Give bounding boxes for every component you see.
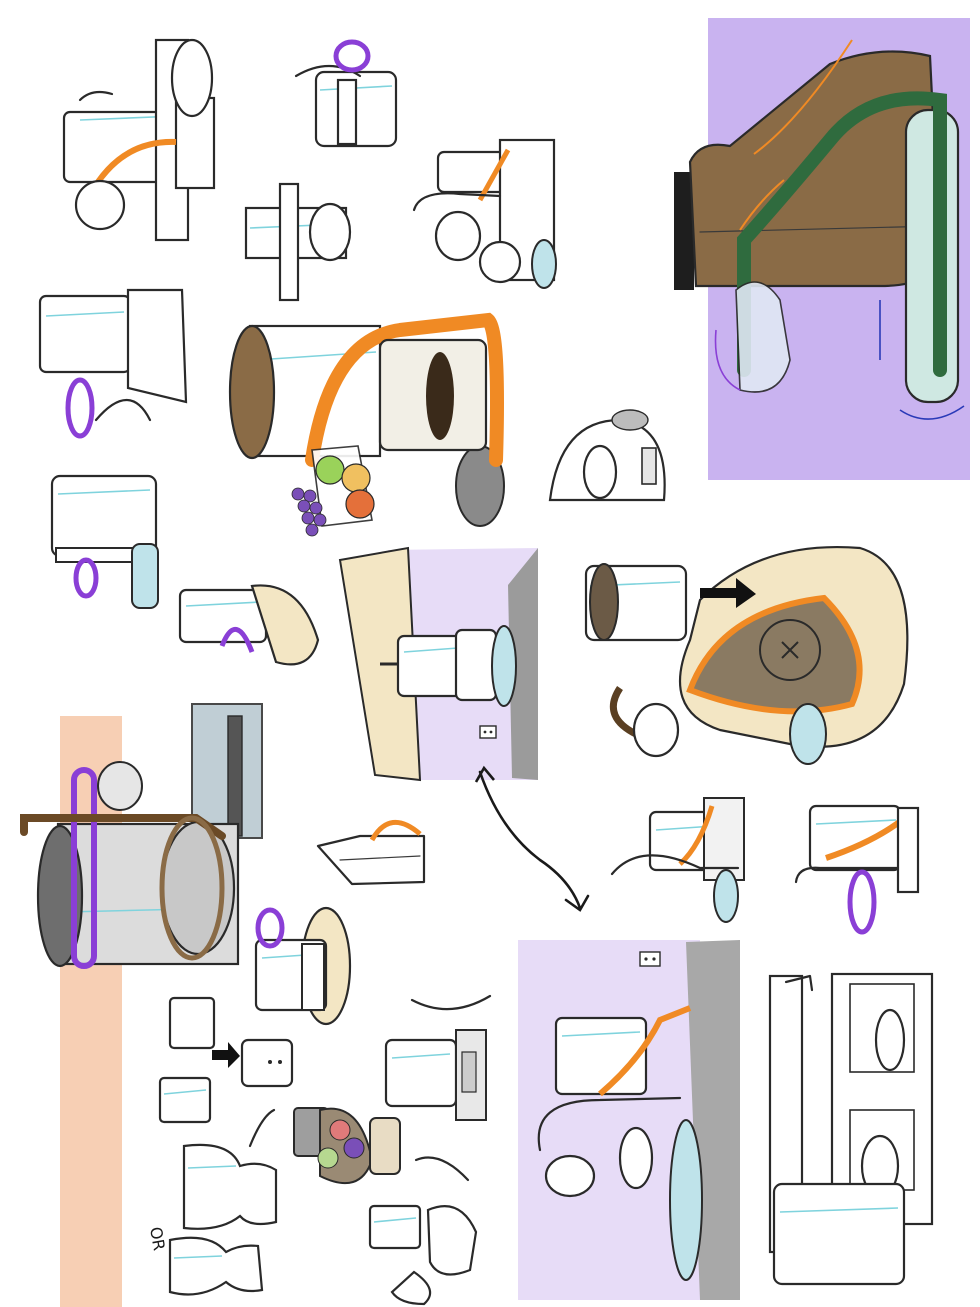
black-arrow-icon [212, 1042, 240, 1068]
sketch-mug-purple-hook [294, 39, 398, 148]
electrical-outlet-icon [479, 725, 497, 739]
sketch-cream-pod [584, 546, 909, 765]
sketch-cream-tray [178, 584, 320, 666]
sketch-shelf-rack [768, 972, 934, 1286]
sketch-bow-holder [38, 288, 188, 439]
sketch-dome-appliance [548, 409, 666, 502]
grey-wall-center [508, 548, 538, 780]
sketch-bottom-wall-unit [537, 951, 703, 1281]
sketch-fruit-basket-unit [228, 312, 505, 537]
sketch-small-pods [368, 1156, 478, 1306]
sketch-cross-rack [244, 182, 352, 302]
sketch-cart-rack [412, 138, 557, 289]
sketch-fruit-pod [293, 1107, 401, 1185]
sketch-wall-unit-green-tube [674, 39, 965, 420]
sketch-hourglass-vases [168, 1143, 278, 1296]
sketch-jar-purple-ring [50, 474, 159, 609]
electrical-outlet-icon-bottom [639, 951, 661, 967]
sketch-rack-orange-purple [794, 804, 920, 935]
sketch-glass-panel-cylinder [20, 703, 263, 969]
sketch-wall-corner-unit [380, 625, 517, 739]
sketch-rack-wall-plate [610, 797, 745, 923]
sketch-cups-sequence [158, 996, 294, 1148]
connector-arrow [478, 770, 590, 912]
grape-bunch-icon [291, 487, 327, 537]
hand-drawn-arrow-icon [700, 578, 756, 608]
or-label: OR [146, 1225, 169, 1252]
sketch-wire-rack [316, 819, 426, 886]
sketch-mixer-stand [384, 994, 492, 1121]
sketch-jug-cream-tray [254, 906, 352, 1026]
connector-arrow-head-top [474, 765, 495, 783]
sketch-rack-orange-arm [62, 38, 216, 242]
